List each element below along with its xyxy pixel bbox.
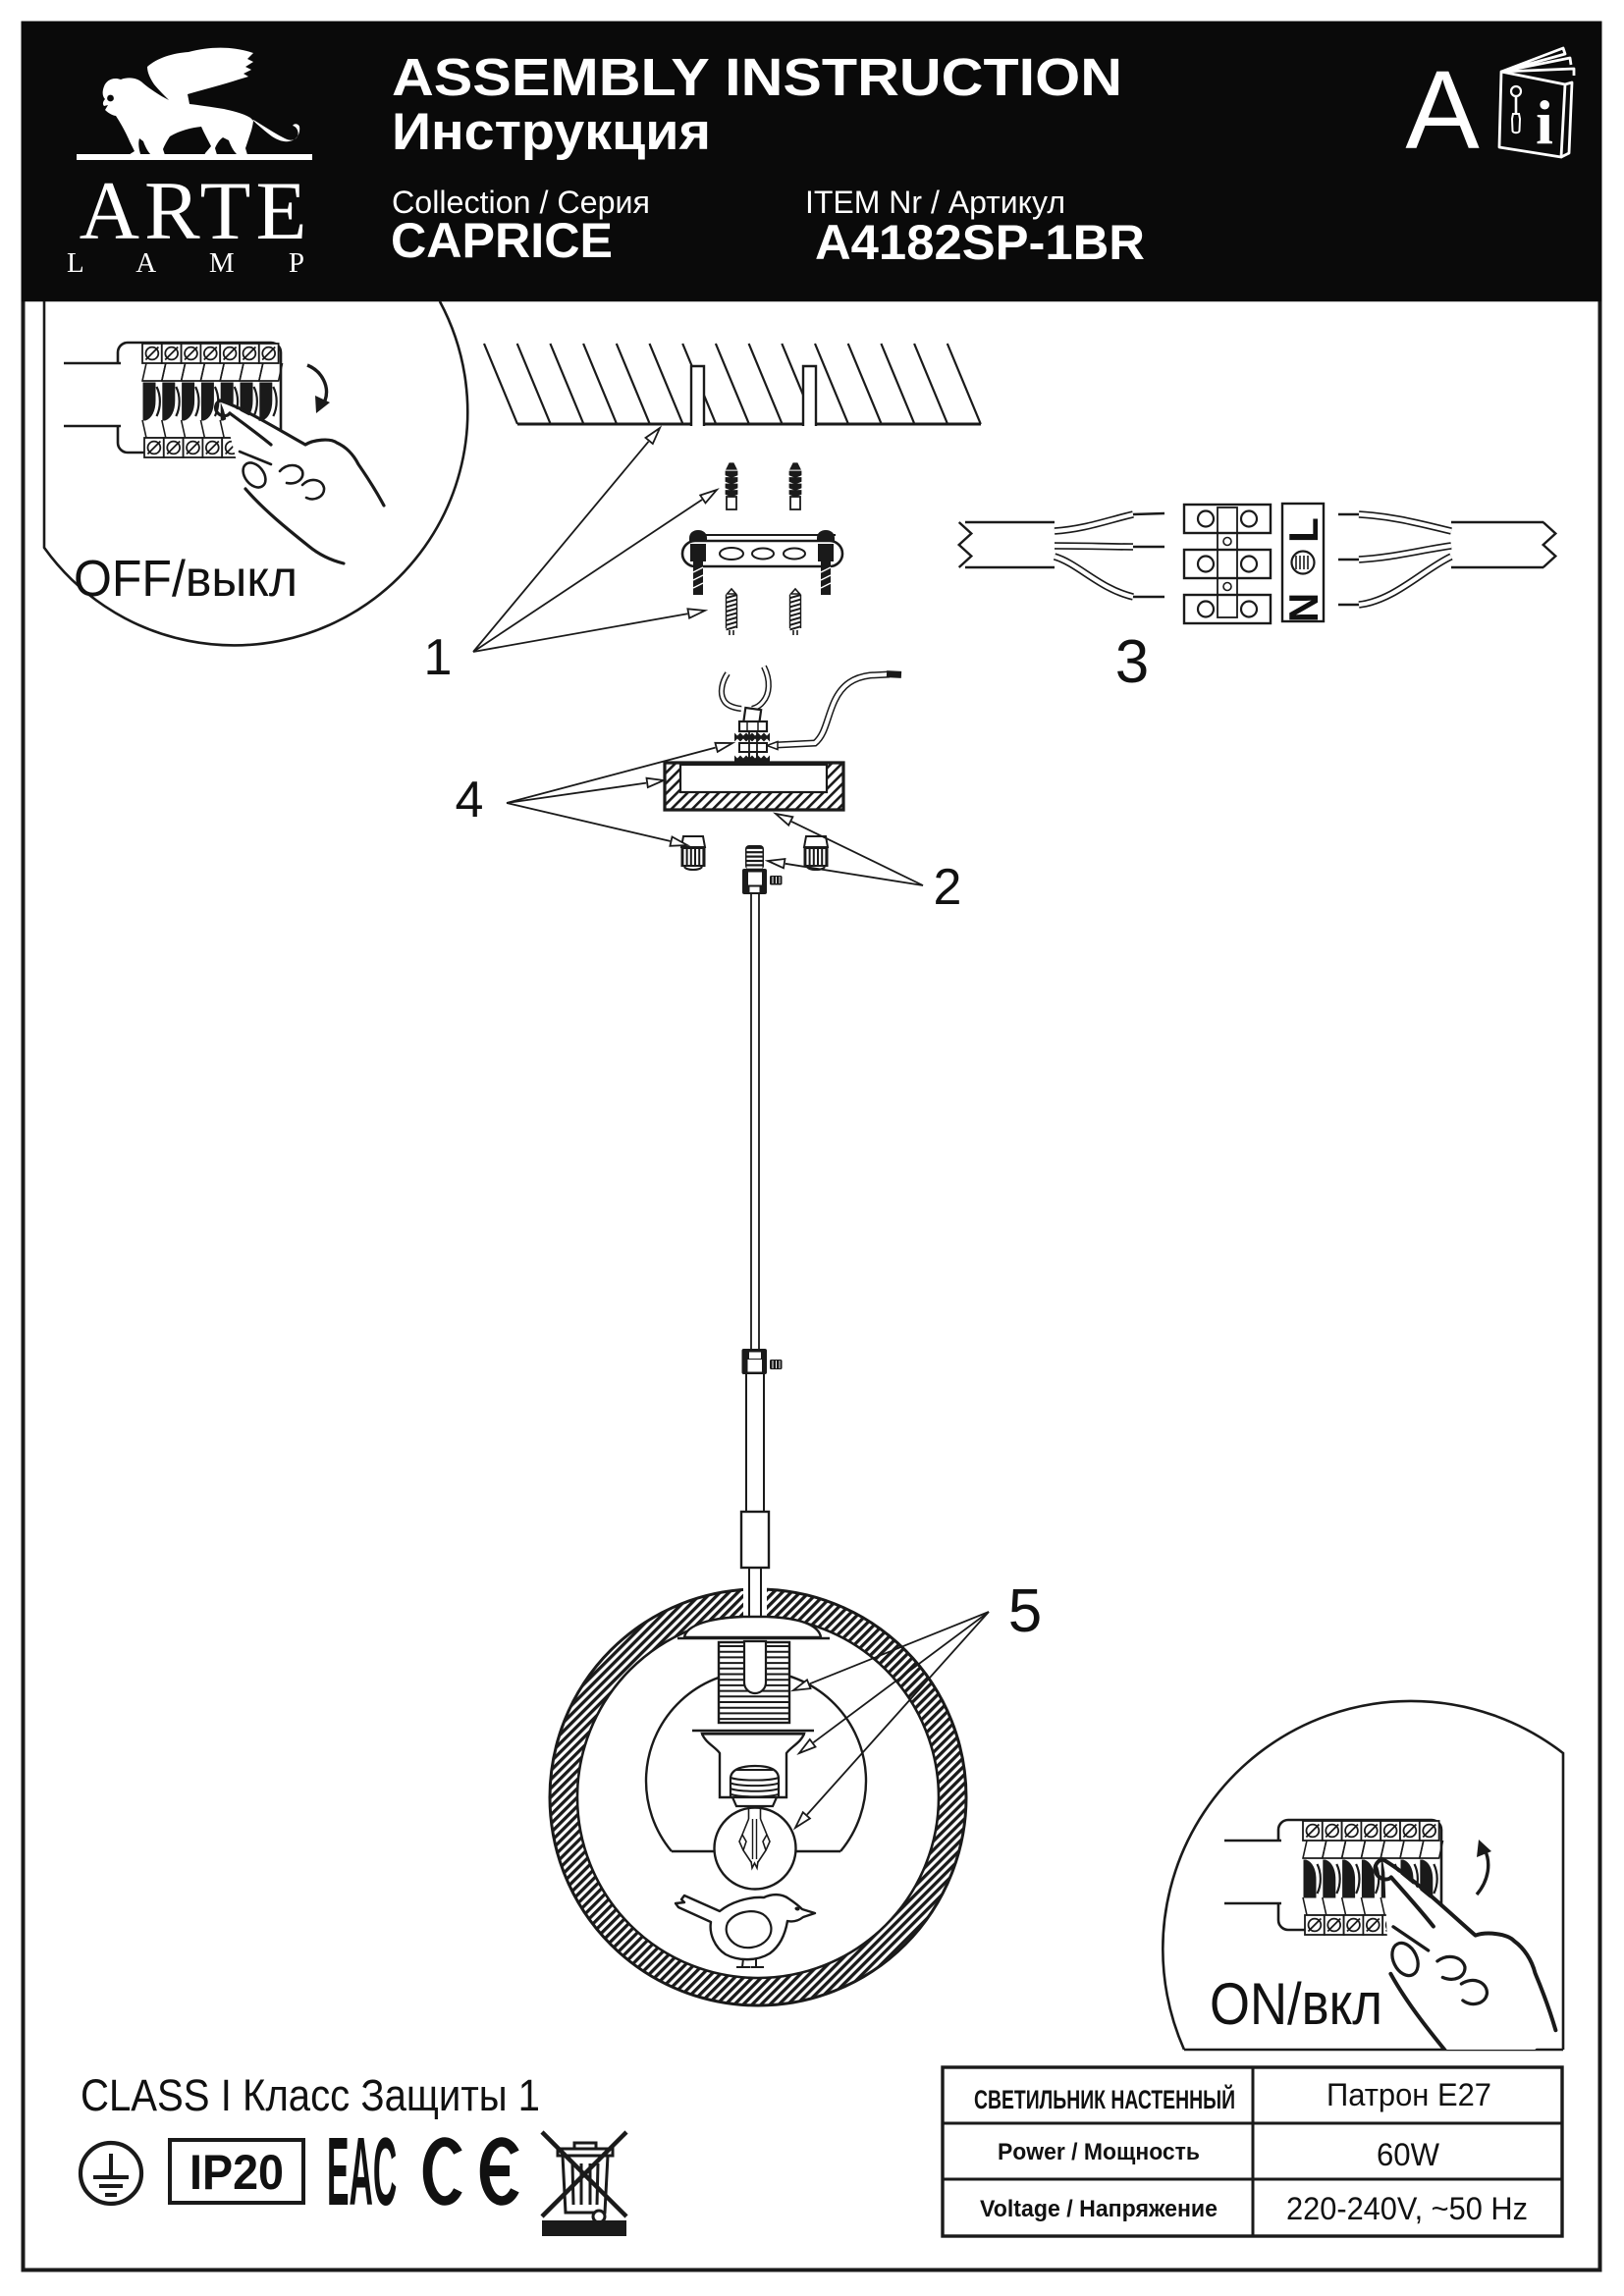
svg-text:5: 5 [1008, 1577, 1042, 1645]
svg-text:ITEM Nr / Артикул: ITEM Nr / Артикул [805, 185, 1065, 220]
svg-text:220-240V, ~50 Hz: 220-240V, ~50 Hz [1286, 2191, 1528, 2226]
svg-text:3: 3 [1115, 628, 1149, 696]
svg-text:EAC: EAC [327, 2118, 397, 2226]
svg-text:1: 1 [424, 629, 453, 686]
svg-text:Инструкция: Инструкция [392, 103, 711, 161]
svg-text:CLASS I Класс Защиты 1: CLASS I Класс Защиты 1 [81, 2070, 540, 2120]
svg-text:N: N [1280, 593, 1326, 622]
svg-text:Voltage / Напряжение: Voltage / Напряжение [980, 2196, 1218, 2222]
svg-text:Патрон E27: Патрон E27 [1326, 2077, 1491, 2112]
svg-text:L A M P: L A M P [67, 247, 328, 279]
svg-text:2: 2 [934, 859, 962, 916]
svg-text:A4182SP-1BR: A4182SP-1BR [815, 215, 1145, 270]
svg-text:60W: 60W [1377, 2137, 1440, 2172]
svg-text:L: L [1280, 517, 1326, 543]
svg-text:ON/вкл: ON/вкл [1210, 1971, 1382, 2037]
svg-text:Power / Мощность: Power / Мощность [998, 2139, 1200, 2165]
svg-text:CAPRICE: CAPRICE [391, 213, 613, 268]
svg-text:IP20: IP20 [189, 2145, 284, 2200]
svg-text:ARTE: ARTE [80, 165, 312, 257]
svg-text:4: 4 [456, 772, 484, 828]
svg-text:i: i [1536, 87, 1553, 157]
svg-text:ASSEMBLY INSTRUCTION: ASSEMBLY INSTRUCTION [392, 48, 1122, 107]
svg-text:A: A [1405, 48, 1480, 172]
svg-text:OFF/выкл: OFF/выкл [74, 551, 298, 608]
svg-text:СВЕТИЛЬНИК НАСТЕННЫЙ: СВЕТИЛЬНИК НАСТЕННЫЙ [974, 2084, 1235, 2114]
svg-text:Collection / Серия: Collection / Серия [392, 185, 650, 220]
